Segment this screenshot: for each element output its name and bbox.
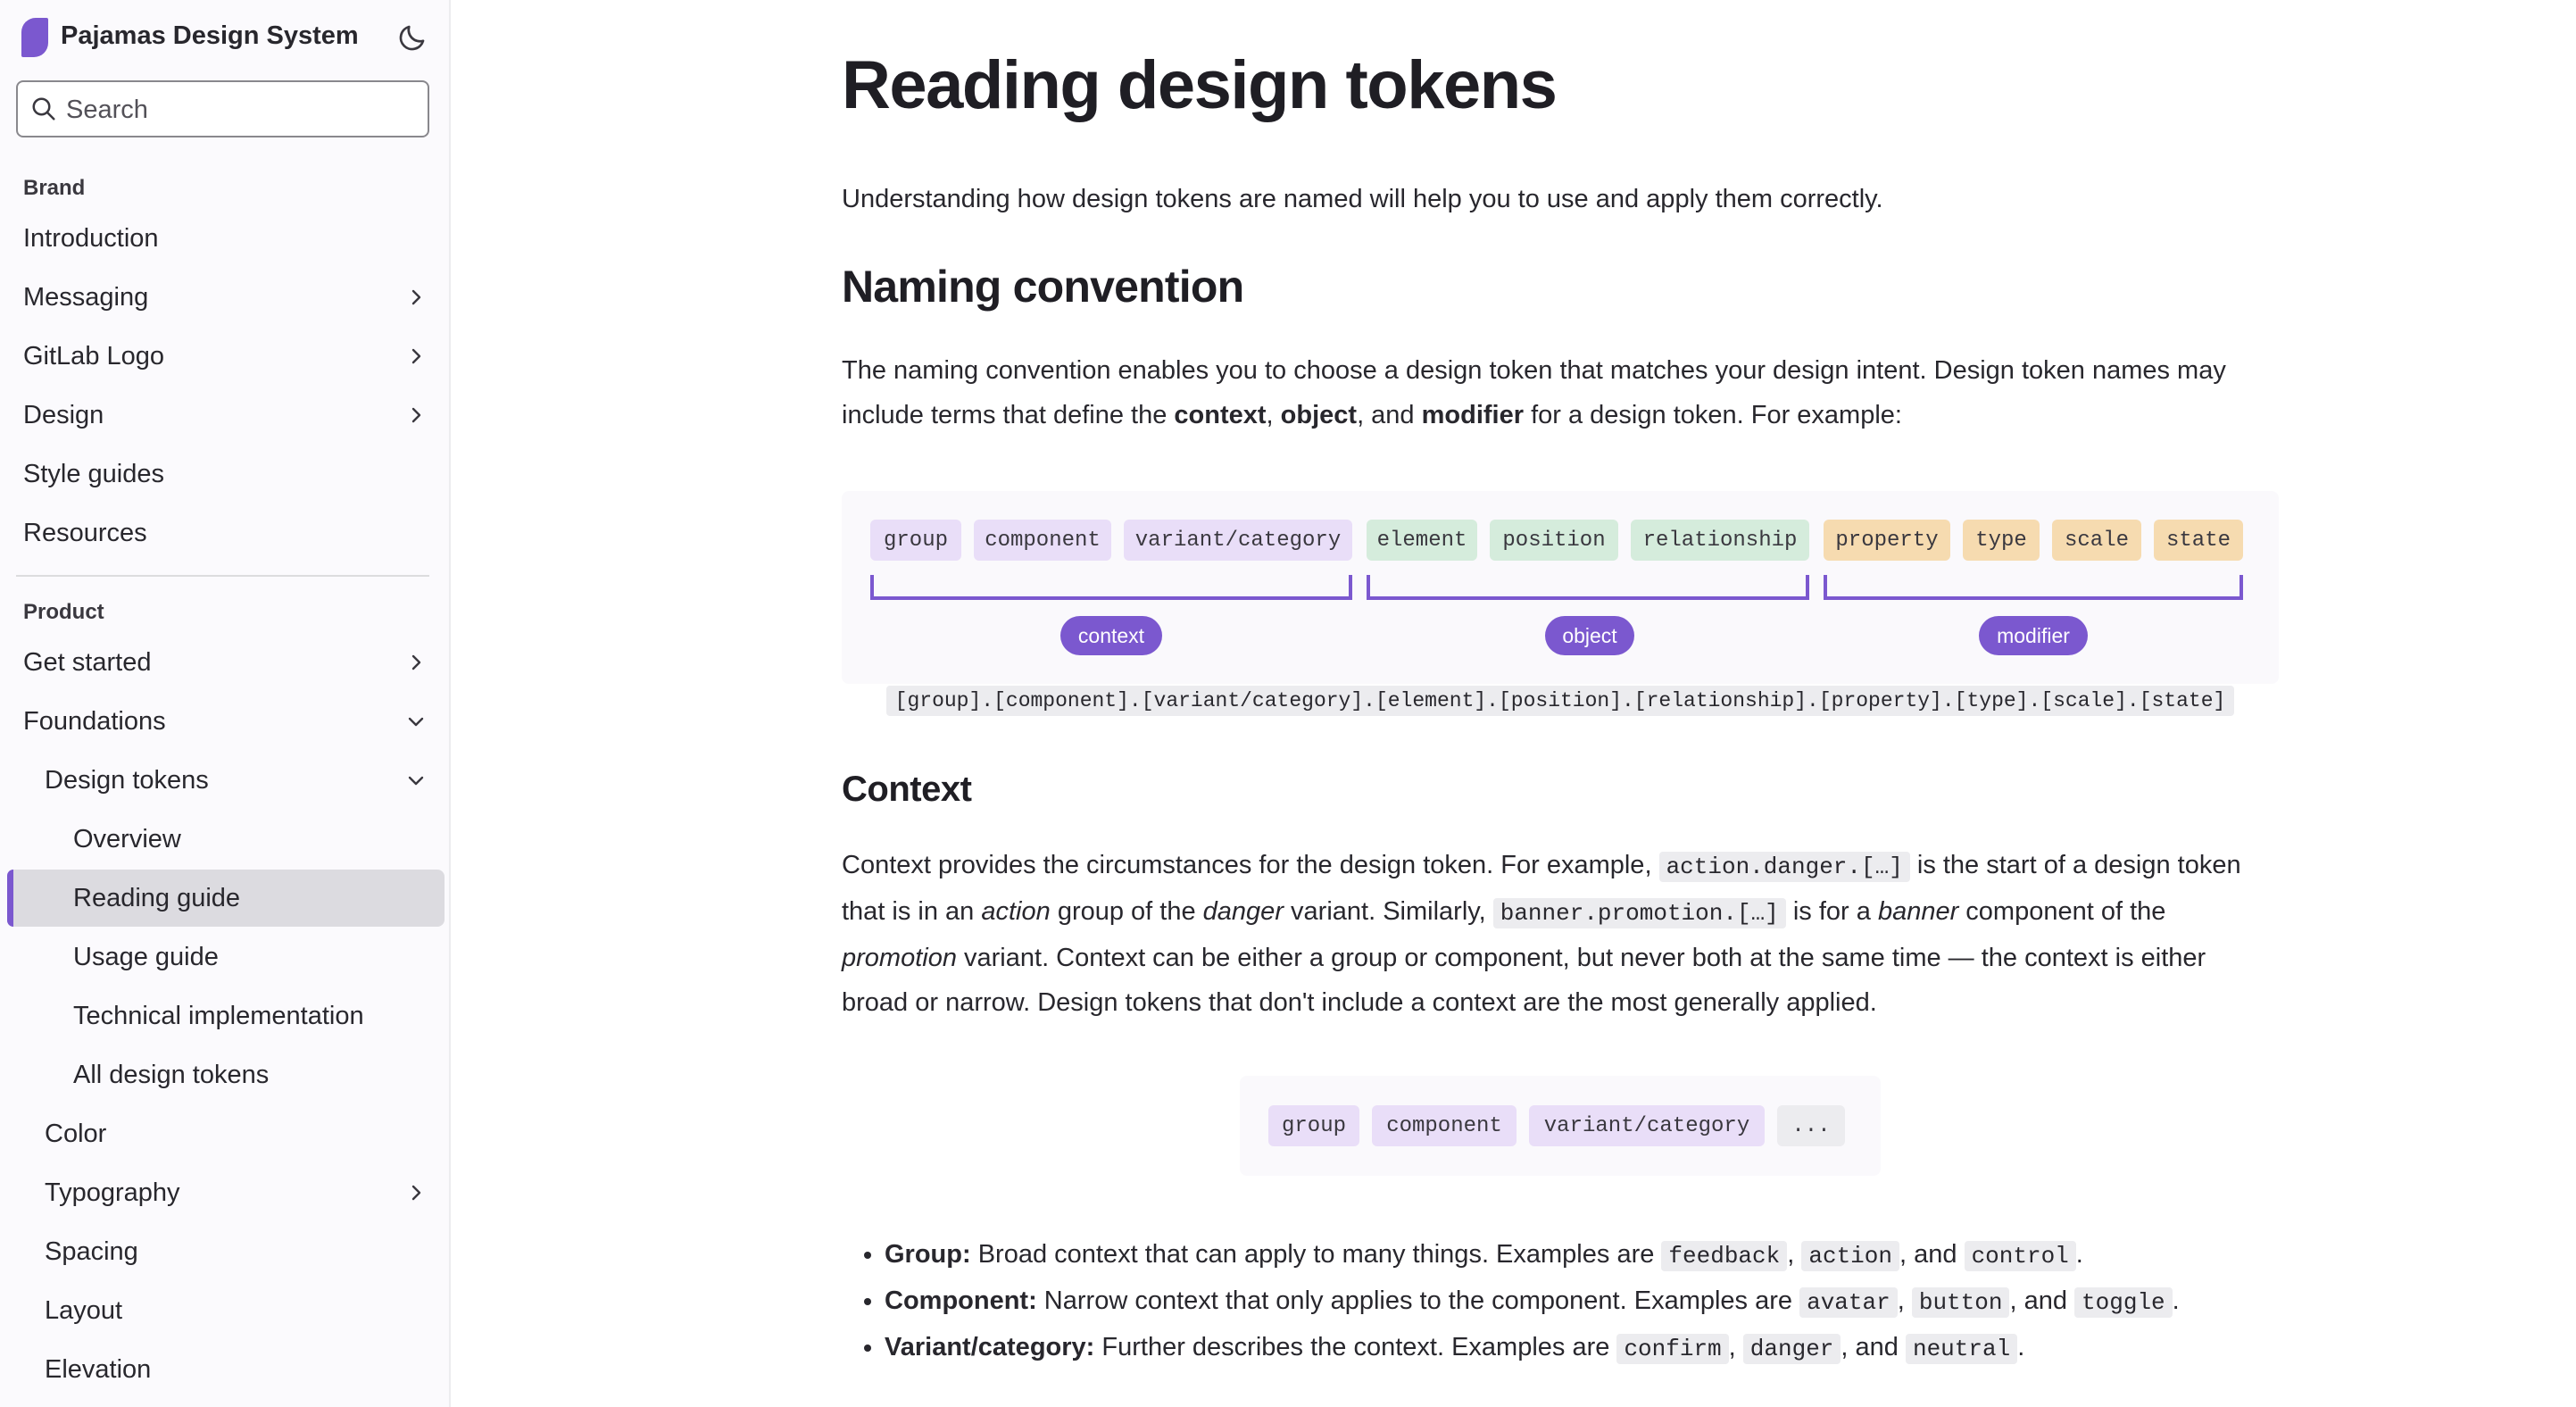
sidebar-item-design-tokens[interactable]: Design tokens bbox=[7, 752, 445, 809]
theme-toggle-button[interactable] bbox=[393, 18, 432, 57]
main-content: Reading design tokens Understanding how … bbox=[451, 0, 2576, 1407]
list-item-variant-category: Variant/category: Further describes the … bbox=[885, 1325, 2295, 1371]
list-item-group: Group: Broad context that can apply to m… bbox=[885, 1232, 2295, 1278]
sidebar-item-layout[interactable]: Layout bbox=[45, 1295, 123, 1325]
sidebar-item-technical-implementation[interactable]: Technical implementation bbox=[73, 1001, 364, 1030]
sidebar-section-brand: Brand bbox=[23, 176, 86, 200]
sidebar-item-foundations[interactable]: Foundations bbox=[7, 693, 445, 750]
sidebar-item-all-design-tokens[interactable]: All design tokens bbox=[73, 1060, 270, 1089]
token-part-variant-category: variant/category bbox=[1124, 520, 1352, 561]
code-action-danger: action.danger.[…] bbox=[1658, 852, 1910, 882]
sidebar-item-design[interactable]: Design bbox=[7, 387, 445, 444]
context-token-diagram: group component variant/category ... bbox=[1240, 1076, 1881, 1176]
chevron-right-icon bbox=[411, 1185, 421, 1201]
sidebar-item-overview[interactable]: Overview bbox=[73, 824, 181, 853]
sidebar-item-typography[interactable]: Typography bbox=[7, 1164, 445, 1221]
token-part-scale: scale bbox=[2052, 520, 2141, 561]
sidebar-item-elevation[interactable]: Elevation bbox=[45, 1354, 152, 1384]
chevron-down-icon bbox=[408, 717, 424, 727]
sidebar-item-introduction[interactable]: Introduction bbox=[23, 223, 159, 253]
sidebar-item-resources[interactable]: Resources bbox=[23, 518, 147, 547]
sidebar: Pajamas Design System Brand Introduction… bbox=[0, 0, 451, 1407]
full-token-pattern: [group].[component].[variant/category].[… bbox=[842, 686, 2279, 716]
search-input[interactable] bbox=[64, 91, 416, 129]
token-part-property: property bbox=[1824, 520, 1950, 561]
chevron-right-icon bbox=[411, 407, 421, 423]
naming-convention-heading: Naming convention bbox=[842, 262, 1244, 312]
sidebar-item-style-guides[interactable]: Style guides bbox=[23, 459, 164, 488]
chevron-down-icon bbox=[408, 776, 424, 786]
naming-convention-paragraph: The naming convention enables you to cho… bbox=[842, 356, 2226, 429]
token-part-group: group bbox=[870, 520, 961, 561]
pajamas-logo-icon[interactable] bbox=[21, 18, 48, 57]
sidebar-item-get-started[interactable]: Get started bbox=[7, 634, 445, 691]
moon-icon bbox=[399, 25, 425, 51]
token-part-type: type bbox=[1963, 520, 2040, 561]
intro-paragraph: Understanding how design tokens are name… bbox=[842, 185, 1883, 213]
sidebar-item-reading-guide[interactable]: Reading guide bbox=[7, 870, 445, 927]
chevron-right-icon bbox=[411, 654, 421, 670]
token-part-position: position bbox=[1490, 520, 1618, 561]
modifier-bracket bbox=[1824, 575, 2243, 600]
token-naming-diagram: group component variant/category element… bbox=[842, 491, 2279, 684]
token-part-element: element bbox=[1367, 520, 1477, 561]
token-part-component: component bbox=[974, 520, 1111, 561]
search-icon bbox=[32, 97, 55, 121]
token-part-relationship: relationship bbox=[1631, 520, 1809, 561]
context-heading: Context bbox=[842, 770, 972, 809]
app-title[interactable]: Pajamas Design System bbox=[61, 21, 359, 50]
list-item-component: Component: Narrow context that only appl… bbox=[885, 1278, 2295, 1325]
sidebar-item-messaging[interactable]: Messaging bbox=[7, 269, 445, 326]
token-part-ellipsis: ... bbox=[1777, 1105, 1845, 1146]
full-token-code: [group].[component].[variant/category].[… bbox=[885, 686, 2235, 716]
sidebar-item-color[interactable]: Color bbox=[45, 1119, 107, 1148]
sidebar-item-gitlab-logo[interactable]: GitLab Logo bbox=[7, 328, 445, 385]
token-part-state: state bbox=[2154, 520, 2243, 561]
context-paragraph: Context provides the circumstances for t… bbox=[842, 851, 2241, 1017]
sidebar-item-spacing[interactable]: Spacing bbox=[45, 1236, 138, 1266]
object-label: object bbox=[1545, 616, 1634, 655]
chevron-right-icon bbox=[411, 289, 421, 305]
sidebar-header: Pajamas Design System bbox=[21, 16, 432, 59]
sidebar-item-usage-guide[interactable]: Usage guide bbox=[73, 942, 219, 971]
chevron-right-icon bbox=[411, 348, 421, 364]
code-banner-promotion: banner.promotion.[…] bbox=[1492, 898, 1786, 928]
context-types-list: Group: Broad context that can apply to m… bbox=[842, 1232, 2295, 1371]
object-bracket bbox=[1367, 575, 1809, 600]
modifier-label: modifier bbox=[1979, 616, 2088, 655]
token-part-variant-category: variant/category bbox=[1529, 1105, 1765, 1146]
token-part-group: group bbox=[1268, 1105, 1359, 1146]
page-title: Reading design tokens bbox=[842, 47, 1558, 123]
context-bracket bbox=[870, 575, 1352, 600]
search-box bbox=[16, 80, 429, 137]
context-label: context bbox=[1060, 616, 1162, 655]
token-part-component: component bbox=[1372, 1105, 1517, 1146]
sidebar-divider bbox=[16, 575, 429, 577]
sidebar-section-product: Product bbox=[23, 600, 104, 624]
